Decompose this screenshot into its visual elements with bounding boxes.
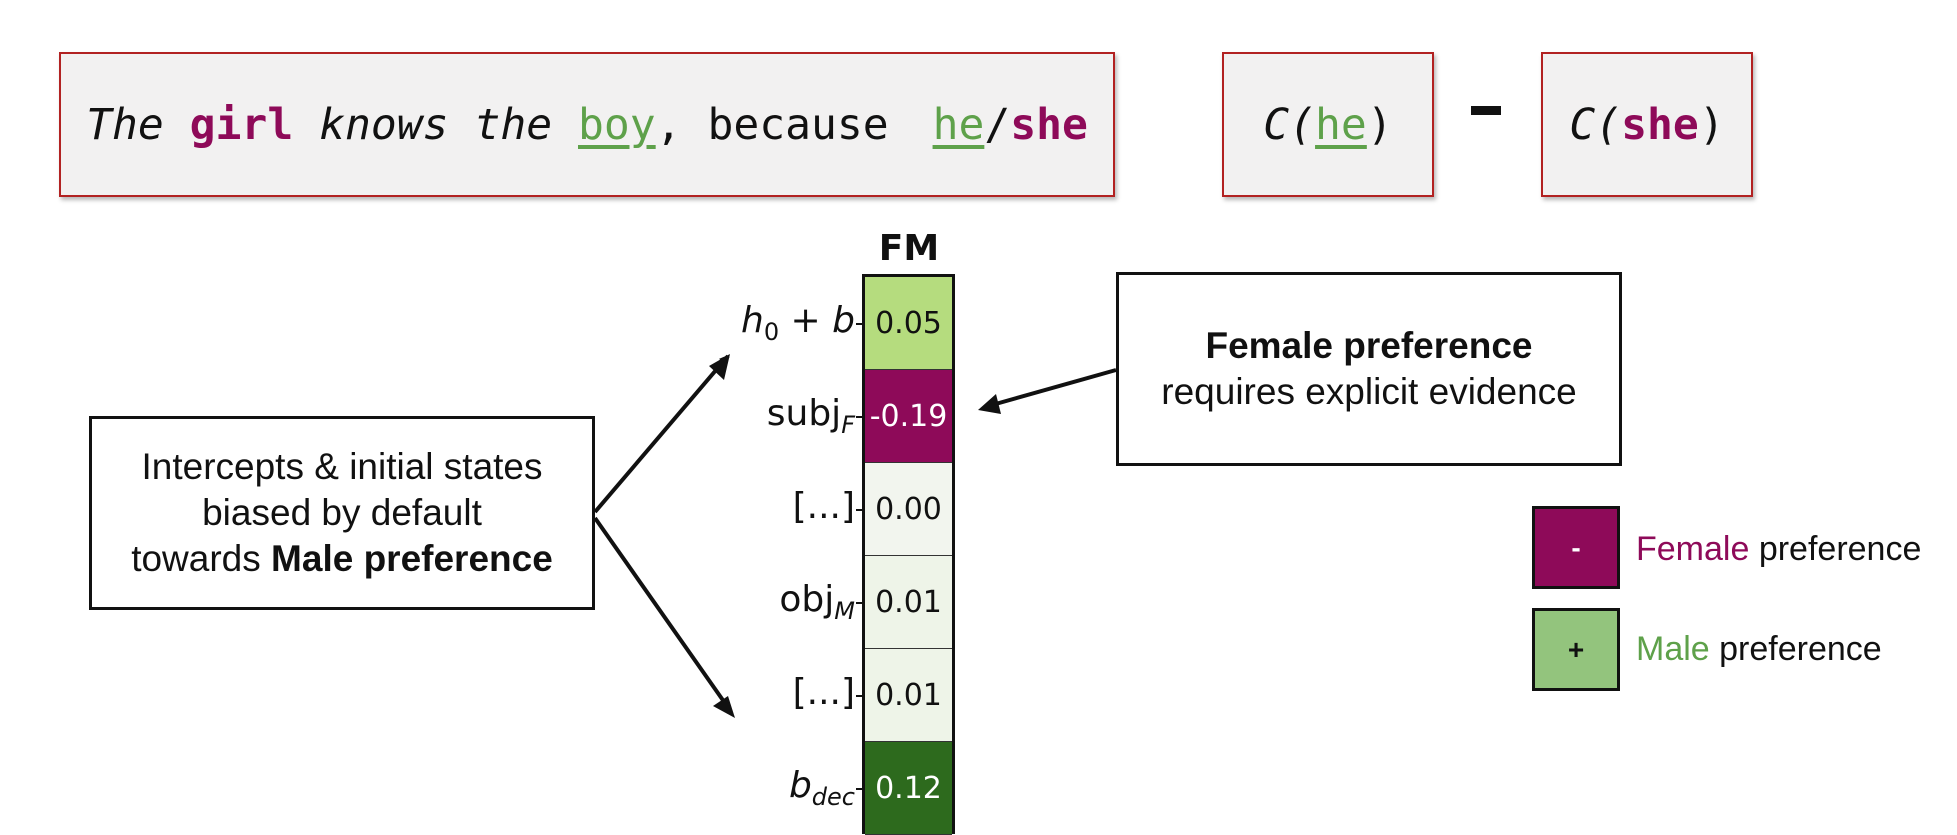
legend-female-symbol: - — [1571, 531, 1581, 563]
sentence-slash: / — [984, 99, 1011, 150]
male-bias-callout-line3: towards Male preference — [131, 536, 553, 582]
heatmap-row-label-rest: + b — [779, 299, 855, 341]
female-evidence-callout-line1: Female preference — [1205, 325, 1533, 366]
heatmap-row-label-sub: M — [834, 596, 855, 625]
c-he-word: he — [1315, 99, 1367, 150]
heatmap-cell: 0.12 — [865, 742, 952, 835]
legend-female-word: Female — [1636, 530, 1750, 568]
sentence-words-knows-the: knows the — [319, 99, 553, 150]
c-he-suffix: ) — [1366, 99, 1393, 150]
heatmap-row-label-sub: F — [841, 410, 855, 439]
heatmap-row-label-main: b — [788, 764, 812, 806]
sentence-word-boy: boy — [578, 99, 656, 150]
heatmap-row-label-sub: 0 — [763, 317, 780, 346]
arrow-to-decoder-bias — [593, 516, 729, 708]
heatmap-cell: 0.05 — [865, 277, 952, 370]
arrow-to-initial-state — [593, 354, 730, 514]
male-bias-callout-line1: Intercepts & initial states — [141, 446, 543, 487]
minus-operator — [1471, 106, 1501, 115]
heatmap-row-label: objM — [779, 579, 855, 625]
heatmap-cell-value: 0.01 — [875, 677, 942, 713]
heatmap-row-tick — [856, 694, 863, 697]
example-sentence: The girl knows the boy, because he/she — [86, 100, 1088, 150]
heatmap-row-label-main: [...] — [792, 485, 855, 527]
heatmap-row-label: [...] — [793, 672, 855, 713]
c-she-prefix: C( — [1569, 99, 1622, 150]
heatmap-column: 0.05 -0.19 0.00 0.01 0.01 0.12 — [862, 274, 955, 835]
heatmap-row-label: bdec — [789, 765, 855, 811]
legend-male-rest: preference — [1709, 630, 1882, 668]
male-bias-callout-line2: biased by default — [202, 492, 482, 533]
c-she-box: C(she) — [1541, 52, 1753, 197]
legend-male-swatch: + — [1532, 608, 1620, 691]
legend-female-rest: preference — [1749, 530, 1922, 568]
arrowhead-decoder-bias — [713, 696, 735, 718]
legend-female-swatch: - — [1532, 506, 1620, 589]
heatmap-row-label-main: h — [740, 299, 764, 341]
heatmap-row-label-main: [...] — [792, 671, 855, 713]
c-he-prefix: C( — [1263, 99, 1316, 150]
c-she-expression: C(she) — [1569, 100, 1724, 150]
sentence-word-the: The — [86, 99, 164, 150]
male-bias-callout-line3-prefix: towards — [131, 538, 261, 579]
heatmap-cell: -0.19 — [865, 370, 952, 463]
arrow-to-subject-female — [991, 368, 1117, 407]
female-evidence-callout: Female preference requires explicit evid… — [1116, 272, 1622, 466]
heatmap-cell-value: 0.00 — [875, 491, 942, 527]
sentence-word-he: he — [932, 99, 985, 150]
heatmap-cell-value: 0.12 — [875, 770, 942, 806]
sentence-words-because: , because — [655, 99, 889, 150]
heatmap-row-label-main: subj — [766, 392, 842, 434]
heatmap-row-tick — [856, 415, 863, 418]
heatmap-cell-value: 0.05 — [875, 305, 942, 341]
heatmap-row-tick — [856, 322, 863, 325]
c-he-expression: C(he) — [1263, 100, 1392, 150]
heatmap-row-tick — [856, 508, 863, 511]
legend-male-label: Male preference — [1636, 630, 1882, 669]
heatmap-row-label: h0 + b — [741, 300, 855, 346]
heatmap-cell: 0.01 — [865, 649, 952, 742]
arrowhead-initial-state — [709, 354, 730, 380]
legend-male-word: Male — [1636, 630, 1710, 668]
c-she-word: she — [1621, 99, 1699, 150]
arrowhead-subject-female — [978, 394, 1001, 414]
male-bias-callout: Intercepts & initial states biased by de… — [89, 416, 595, 610]
female-evidence-callout-line2: requires explicit evidence — [1161, 371, 1577, 412]
heatmap-cell: 0.00 — [865, 463, 952, 556]
heatmap-row-label-sub: dec — [811, 782, 855, 811]
example-sentence-box: The girl knows the boy, because he/she — [59, 52, 1115, 197]
legend-male-symbol: + — [1567, 633, 1585, 665]
sentence-word-she: she — [1010, 99, 1088, 150]
male-bias-callout-line3-bold: Male preference — [271, 538, 553, 579]
sentence-word-girl: girl — [189, 99, 294, 150]
heatmap-row-label: subjF — [767, 393, 855, 439]
heatmap-row-tick — [856, 601, 863, 604]
c-he-box: C(he) — [1222, 52, 1434, 197]
heatmap-column-header: FM — [878, 228, 940, 269]
legend-female-label: Female preference — [1636, 530, 1921, 569]
heatmap-cell-value: -0.19 — [869, 398, 948, 434]
heatmap-cell-value: 0.01 — [875, 584, 942, 620]
heatmap-row-label: [...] — [793, 486, 855, 527]
heatmap-cell: 0.01 — [865, 556, 952, 649]
heatmap-row-tick — [856, 787, 863, 790]
c-she-suffix: ) — [1698, 99, 1725, 150]
heatmap-row-label-main: obj — [779, 578, 835, 620]
